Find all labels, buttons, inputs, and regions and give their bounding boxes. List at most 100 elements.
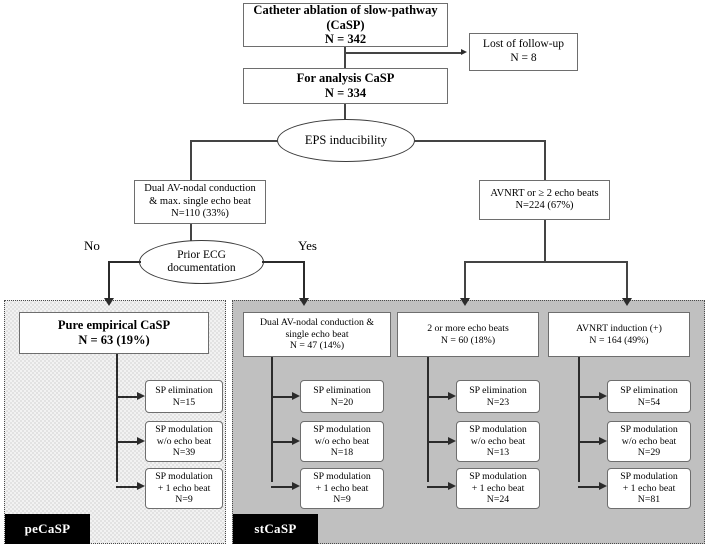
node-dual-av-max-single-line1: Dual AV-nodal conduction [144, 183, 256, 195]
connector-ecg-no-drop [108, 261, 110, 301]
outcome-line1: SP elimination [155, 384, 213, 396]
connector-eps-left-drop [190, 140, 192, 180]
outcome-line2: w/o echo beat [314, 435, 370, 447]
arrow-sttwo-item-3 [448, 482, 456, 490]
outcome-line1: SP modulation [620, 424, 678, 436]
outcome-line2: + 1 echo beat [471, 482, 525, 494]
connector-stavnrt-branch-3 [578, 486, 602, 488]
outcome-box: SP elimination N=20 [300, 380, 384, 413]
connector-pecasp-branch-2 [116, 441, 140, 443]
outcome-line2: + 1 echo beat [315, 482, 369, 494]
arrow-stdual-item-2 [292, 437, 300, 445]
node-dual-av-max-single: Dual AV-nodal conduction & max. single e… [134, 180, 266, 224]
node-for-analysis-line1: For analysis CaSP [296, 71, 395, 86]
node-pure-empirical: Pure empirical CaSP N = 63 (19%) [19, 312, 209, 354]
connector-avnrt-left-drop [464, 261, 466, 301]
tag-pecasp-label: peCaSP [24, 521, 71, 536]
node-root: Catheter ablation of slow-pathway (CaSP)… [243, 3, 448, 47]
connector-sttwo-spine [427, 357, 429, 482]
outcome-line1: SP elimination [469, 384, 527, 396]
connector-sttwo-branch-3 [427, 486, 451, 488]
arrow-stdual-item-1 [292, 392, 300, 400]
outcome-box: SP modulation w/o echo beat N=13 [456, 421, 540, 462]
connector-eps-left [190, 140, 278, 142]
outcome-box: SP modulation w/o echo beat N=29 [607, 421, 691, 462]
connector-ecg-yes-drop [303, 261, 305, 301]
connector-stavnrt-branch-2 [578, 441, 602, 443]
connector-eps-right-drop [544, 140, 546, 180]
connector-stdual-branch-2 [271, 441, 295, 443]
tag-stcasp-label: stCaSP [254, 521, 297, 536]
node-lost-followup-line2: N = 8 [510, 52, 537, 64]
arrow-to-lost-followup [461, 49, 467, 55]
outcome-line2: w/o echo beat [156, 435, 212, 447]
connector-stdual-branch-1 [271, 396, 295, 398]
connector-stavnrt-branch-1 [578, 396, 602, 398]
connector-avnrt-stem [544, 220, 546, 262]
node-dual-av-max-single-line2: & max. single echo beat [149, 195, 251, 207]
node-two-or-more: 2 or more echo beats N = 60 (18%) [397, 312, 539, 357]
outcome-line3: N=81 [637, 494, 661, 506]
connector-eps-right [414, 140, 545, 142]
outcome-box: SP elimination N=54 [607, 380, 691, 413]
connector-analysis-to-eps [344, 104, 346, 122]
decision-eps-inducibility: EPS inducibility [277, 119, 415, 162]
node-avnrt-induction-line1: AVNRT induction (+) [576, 322, 662, 334]
node-dual-av-single: Dual AV-nodal conduction & single echo b… [243, 312, 391, 357]
outcome-line3: N=39 [172, 447, 196, 459]
arrow-sttwo-item-1 [448, 392, 456, 400]
node-dual-av-single-line2: single echo beat [285, 328, 349, 340]
node-avnrt-or-2beats: AVNRT or ≥ 2 echo beats N=224 (67%) [479, 180, 610, 220]
decision-eps-label: EPS inducibility [304, 133, 388, 148]
arrow-stavnrt-item-3 [599, 482, 607, 490]
decision-prior-ecg: Prior ECG documentation [139, 240, 264, 284]
outcome-line1: SP modulation [469, 471, 527, 483]
arrow-to-dual-av-single [299, 298, 309, 306]
arrow-sttwo-item-2 [448, 437, 456, 445]
outcome-box: SP modulation + 1 echo beat N=81 [607, 468, 691, 509]
connector-avnrt-split [464, 261, 627, 263]
connector-pecasp-branch-3 [116, 486, 140, 488]
connector-root-to-analysis [344, 47, 346, 70]
outcome-line1: SP elimination [620, 384, 678, 396]
node-dual-av-single-line1: Dual AV-nodal conduction & [259, 317, 375, 329]
node-avnrt-or-2beats-line2: N=224 (67%) [515, 200, 574, 211]
connector-stdual-spine [271, 357, 273, 482]
connector-pecasp-branch-1 [116, 396, 140, 398]
arrow-pecasp-item-1 [137, 392, 145, 400]
outcome-box: SP elimination N=23 [456, 380, 540, 413]
outcome-line3: N=23 [486, 396, 510, 408]
outcome-line1: SP elimination [313, 384, 371, 396]
node-dual-av-single-line3: N = 47 (14%) [289, 340, 345, 352]
outcome-line1: SP modulation [469, 424, 527, 436]
outcome-box: SP modulation + 1 echo beat N=9 [300, 468, 384, 509]
arrow-to-avnrt-induction [622, 298, 632, 306]
node-for-analysis: For analysis CaSP N = 334 [243, 68, 448, 104]
connector-pecasp-spine [116, 354, 118, 482]
outcome-line2: + 1 echo beat [157, 482, 211, 494]
connector-sttwo-branch-2 [427, 441, 451, 443]
outcome-box: SP modulation + 1 echo beat N=24 [456, 468, 540, 509]
node-root-line1: Catheter ablation of slow-pathway [253, 2, 438, 17]
branch-label-yes: Yes [298, 238, 317, 253]
node-avnrt-induction: AVNRT induction (+) N = 164 (49%) [548, 312, 690, 357]
outcome-line3: N=9 [333, 494, 351, 506]
outcome-line1: SP modulation [313, 471, 371, 483]
connector-stdual-branch-3 [271, 486, 295, 488]
outcome-line3: N=15 [172, 396, 196, 408]
outcome-line2: + 1 echo beat [622, 482, 676, 494]
outcome-line3: N=9 [175, 494, 193, 506]
outcome-line3: N=18 [330, 447, 354, 459]
connector-ecg-no [108, 261, 141, 263]
outcome-line3: N=24 [486, 494, 510, 506]
arrow-stdual-item-3 [292, 482, 300, 490]
node-lost-followup-line1: Lost of follow-up [482, 38, 565, 51]
outcome-line3: N=20 [330, 396, 354, 408]
outcome-line1: SP modulation [620, 471, 678, 483]
node-two-or-more-line2: N = 60 (18%) [440, 334, 496, 346]
decision-prior-ecg-line1: Prior ECG [177, 248, 226, 261]
outcome-box: SP modulation w/o echo beat N=39 [145, 421, 223, 462]
connector-stavnrt-spine [578, 357, 580, 482]
outcome-box: SP modulation w/o echo beat N=18 [300, 421, 384, 462]
arrow-to-two-or-more [460, 298, 470, 306]
